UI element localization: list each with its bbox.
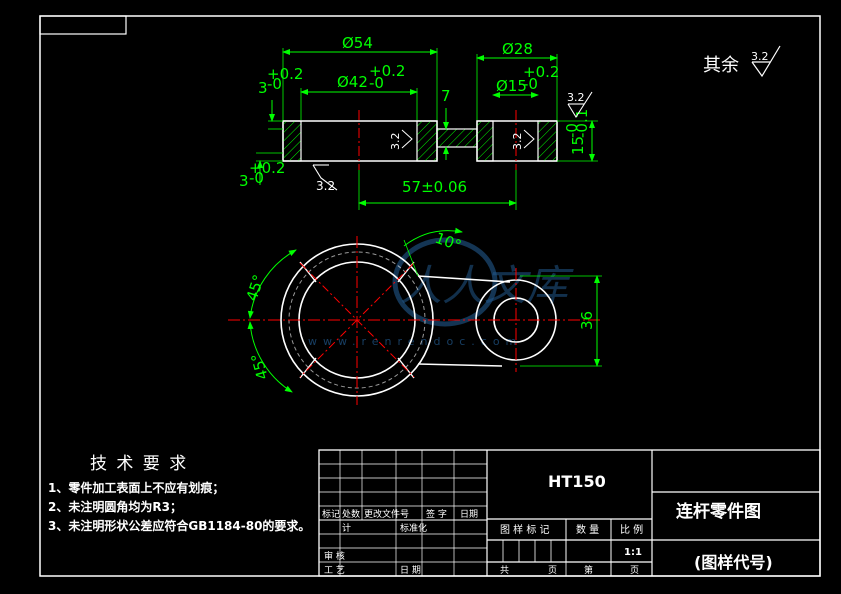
dim-45-lower: 45°	[248, 351, 272, 381]
tech-req-item-1: 1、零件加工表面上不应有划痕；	[48, 480, 224, 495]
roughness-right-symbol	[567, 91, 593, 119]
tb-part-name: 连杆零件图	[676, 501, 761, 522]
roughness-right-value: 3.2	[567, 91, 585, 104]
tb-quantity: 数 量	[576, 523, 599, 536]
roughness-hole-left-value: 3.2	[389, 133, 402, 151]
dim-7: 7	[441, 87, 451, 105]
right-wall-hatch-2	[537, 120, 558, 162]
watermark-text: 人人文库	[400, 261, 574, 310]
dim-d15-tol-upper: +0.2	[523, 63, 559, 81]
dim-d42-tol-upper: +0.2	[369, 62, 405, 80]
tb-count: 处数	[342, 508, 360, 520]
tb-material: HT150	[548, 472, 606, 491]
arm-bottom-edge	[417, 363, 503, 367]
tb-total: 共	[500, 565, 509, 576]
title-block	[318, 449, 821, 577]
watermark: 人人文库 www.renrendoc.com	[308, 237, 574, 348]
roughness-other-symbol	[751, 45, 781, 78]
corner-code-box	[39, 15, 127, 35]
dim-arc-45-lower	[247, 321, 293, 393]
tb-review: 审 核	[324, 550, 345, 562]
arm-top-edge	[417, 275, 511, 283]
dim-chamfer-top: 3	[258, 79, 268, 97]
tb-date: 日期	[460, 509, 478, 520]
dim-36: 36	[578, 311, 596, 330]
dim-d15-tol-lower: -0	[523, 75, 538, 93]
left-wall-hatch-1	[282, 120, 302, 162]
tech-req-item-2: 2、未注明圆角均为R3；	[48, 499, 182, 514]
dim-45-upper: 45°	[243, 272, 268, 303]
dim-d42: Ø42	[337, 73, 368, 91]
watermark-url: www.renrendoc.com	[308, 335, 522, 348]
dim-chamfer-bottom: 3	[239, 172, 249, 190]
tb-process: 工 艺	[324, 565, 345, 576]
dim-10deg: 10°	[433, 229, 464, 255]
dim-d28: Ø28	[502, 40, 533, 58]
roughness-bottom-value: 3.2	[316, 179, 335, 193]
dim-d42-tol-lower: -0	[369, 74, 384, 92]
plan-view	[228, 236, 600, 405]
tb-sheet: 第	[584, 564, 593, 576]
dim-d54: Ø54	[342, 34, 373, 52]
dim-d15: Ø15	[496, 77, 527, 95]
dim-chamfer-top-tol-upper: +0.2	[267, 65, 303, 83]
tb-page: 页	[548, 565, 557, 576]
tb-mark: 标记	[322, 508, 340, 520]
left-wall-hatch-2	[416, 120, 438, 162]
web-hatch	[436, 128, 478, 148]
tb-drawing-code: (图样代号)	[694, 553, 773, 572]
tb-date2: 日 期	[400, 565, 421, 576]
left-boss-outline	[282, 120, 438, 162]
roughness-bottom-symbol	[312, 164, 338, 191]
roughness-hole-right-value: 3.2	[511, 133, 524, 151]
tech-req-title: 技 术 要 求	[90, 454, 188, 474]
dim-57: 57±0.06	[402, 178, 467, 196]
dim-chamfer-top-tol-lower: -0	[267, 75, 282, 93]
dim-chamfer-bottom-tol-lower: -0	[249, 169, 264, 187]
tb-scale-value: 1:1	[624, 547, 642, 558]
roughness-other-label: 其余	[703, 55, 739, 76]
tb-signature: 签 字	[426, 508, 447, 520]
dim-arc-45-upper	[247, 249, 297, 319]
tech-req-item-3: 3、未注明形状公差应符合GB1184-80的要求。	[48, 518, 310, 533]
tb-standardization: 标准化	[400, 522, 427, 534]
roughness-other-value: 3.2	[751, 50, 769, 63]
tb-page2: 页	[630, 565, 639, 576]
dim-arc-10deg	[403, 227, 463, 247]
tb-change-doc: 更改文件号	[364, 508, 409, 520]
tb-scale: 比 例	[620, 523, 643, 536]
tb-stage-mark: 图 样 标 记	[500, 523, 550, 536]
section-view	[282, 110, 558, 170]
dim-15-tol-lower: -0.1	[573, 109, 591, 138]
right-wall-hatch-1	[476, 120, 494, 162]
dim-15: 15	[569, 136, 587, 155]
dim-chamfer-bottom-tol-upper: +0.2	[249, 159, 285, 177]
dim-15-tol-upper: -0	[563, 123, 581, 138]
tb-design: 计	[342, 522, 351, 534]
